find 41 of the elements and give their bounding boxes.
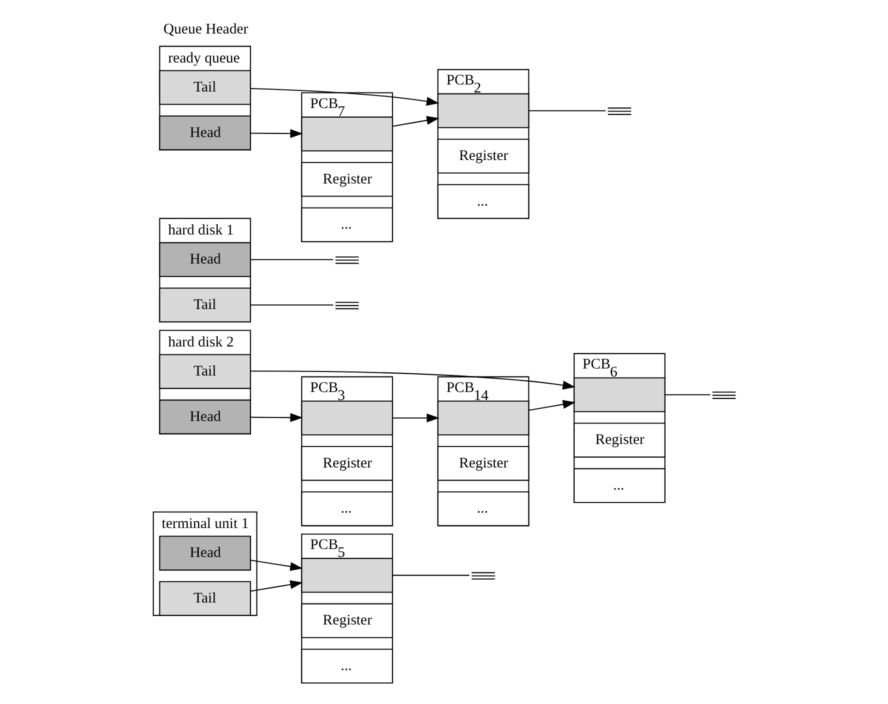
arrow <box>250 580 302 592</box>
node-box: Head <box>158 536 250 571</box>
node-box: Register <box>300 446 393 481</box>
arrow <box>250 88 439 106</box>
node-box: ... <box>436 491 529 526</box>
node-box: ... <box>300 491 393 526</box>
node-box: Head <box>158 115 250 150</box>
connector <box>392 574 469 576</box>
node-box: Tail <box>158 288 250 322</box>
connector <box>664 394 710 396</box>
arrow <box>250 129 302 138</box>
label: Queue Header <box>162 21 248 38</box>
node-box: Register <box>300 603 393 638</box>
node-box: Tail <box>158 581 250 616</box>
node-box: Register <box>436 446 529 481</box>
arrow <box>528 400 576 411</box>
node-box <box>573 377 665 412</box>
connector <box>250 304 333 306</box>
node-box <box>436 93 529 128</box>
node-box: ... <box>300 648 393 684</box>
node-box: Head <box>158 400 250 434</box>
connector <box>528 110 606 112</box>
arrow <box>250 370 575 390</box>
node-box: Register <box>436 138 529 174</box>
arrow <box>250 560 302 571</box>
node-box: Head <box>158 242 250 278</box>
node-box: Register <box>573 422 665 458</box>
arrow <box>392 116 439 127</box>
arrow <box>392 414 439 422</box>
node-box: Tail <box>158 354 250 389</box>
node-box: Register <box>300 162 393 197</box>
connector <box>250 259 333 260</box>
node-box <box>300 116 393 152</box>
node-box <box>300 558 393 593</box>
arrow <box>250 413 302 422</box>
node-box: ... <box>436 184 529 219</box>
node-box: ... <box>573 468 665 503</box>
node-box: Tail <box>158 70 250 105</box>
node-box <box>436 400 529 436</box>
node-box <box>300 400 393 436</box>
node-box: ... <box>300 207 393 242</box>
